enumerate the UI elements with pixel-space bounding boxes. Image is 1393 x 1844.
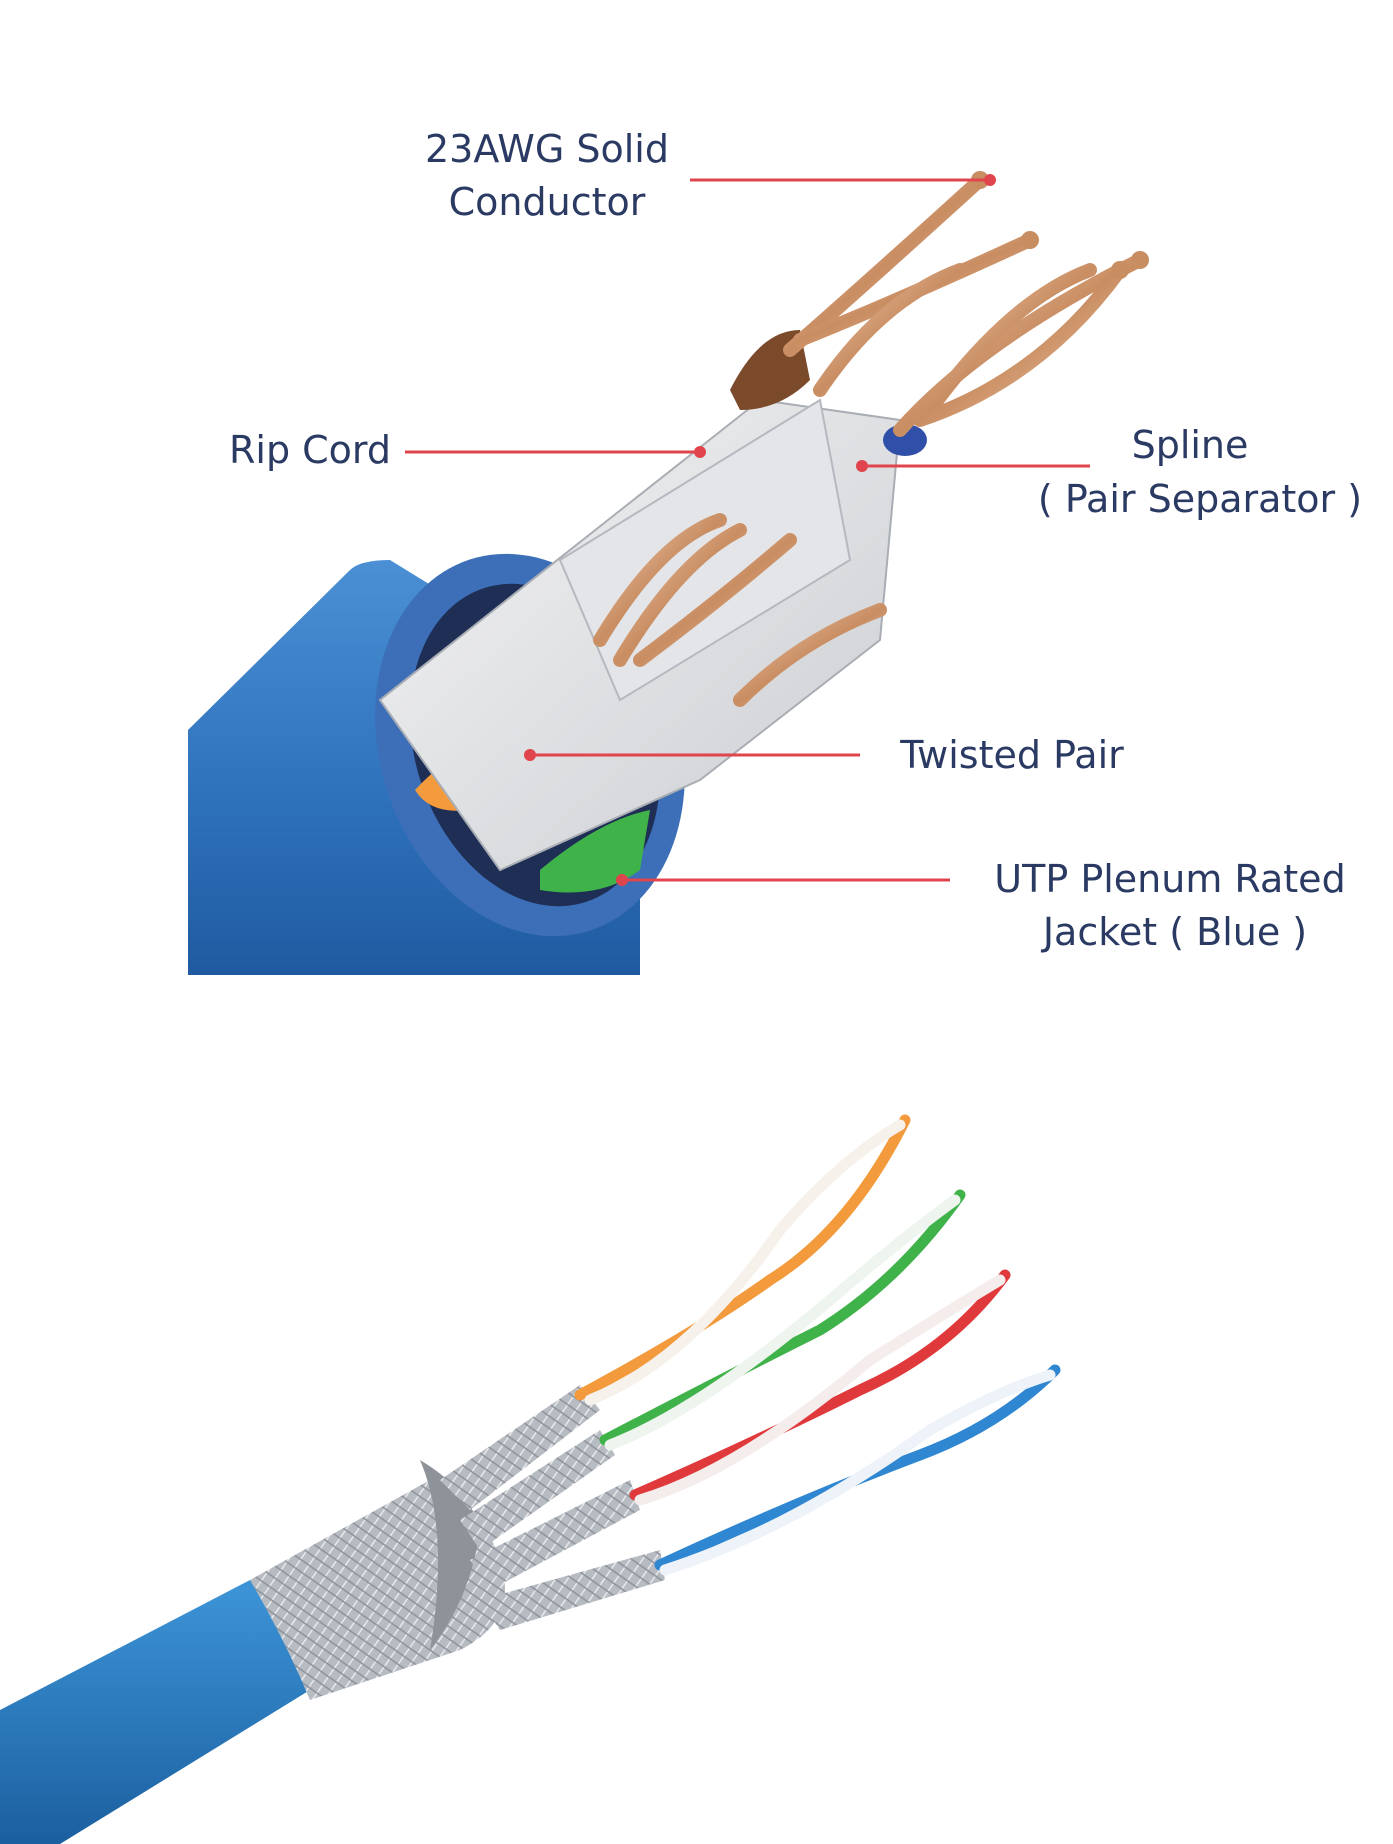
utp-cable-illustration [188, 171, 1149, 975]
spline-label-line1: Spline [1132, 423, 1249, 467]
spline-dot [856, 460, 868, 472]
foiled-pairs [440, 1385, 665, 1630]
rip-cord-dot [694, 446, 706, 458]
jacket-label-line1: UTP Plenum Rated [994, 857, 1345, 901]
shielded-cable-jacket [0, 1580, 310, 1844]
copper-conductors [593, 173, 1147, 707]
red-pair-white [634, 1274, 1006, 1506]
colored-pairs [574, 1114, 1061, 1576]
red-pair [629, 1269, 1011, 1501]
conductor-label-line2: Conductor [449, 180, 646, 224]
twisted-pair-label: Twisted Pair [899, 733, 1124, 777]
conductor-label-line1: 23AWG Solid [425, 127, 669, 171]
callout-lines [405, 178, 1090, 882]
orange-pair [574, 1114, 911, 1401]
twisted-pair-green [540, 810, 650, 893]
spline-label-line2: ( Pair Separator ) [1038, 477, 1362, 521]
conductor-ends [971, 171, 1149, 279]
green-pair [599, 1189, 966, 1446]
rip-cord-label: Rip Cord [229, 428, 391, 472]
jacket-label-line2: Jacket ( Blue ) [1041, 910, 1307, 954]
callout-labels: 23AWG Solid Conductor Rip Cord Spline ( … [229, 127, 1362, 954]
twisted-pair-dot [524, 749, 536, 761]
green-pair-white [604, 1194, 961, 1451]
callout-dots [524, 174, 996, 886]
blue-pair-white [659, 1369, 1056, 1576]
blue-pair [654, 1364, 1061, 1571]
shielded-cable-illustration [0, 1114, 1061, 1844]
conductor-dot [984, 174, 996, 186]
orange-pair-white [584, 1119, 906, 1406]
drain-wire [420, 1460, 480, 1650]
jacket-dot [616, 874, 628, 886]
